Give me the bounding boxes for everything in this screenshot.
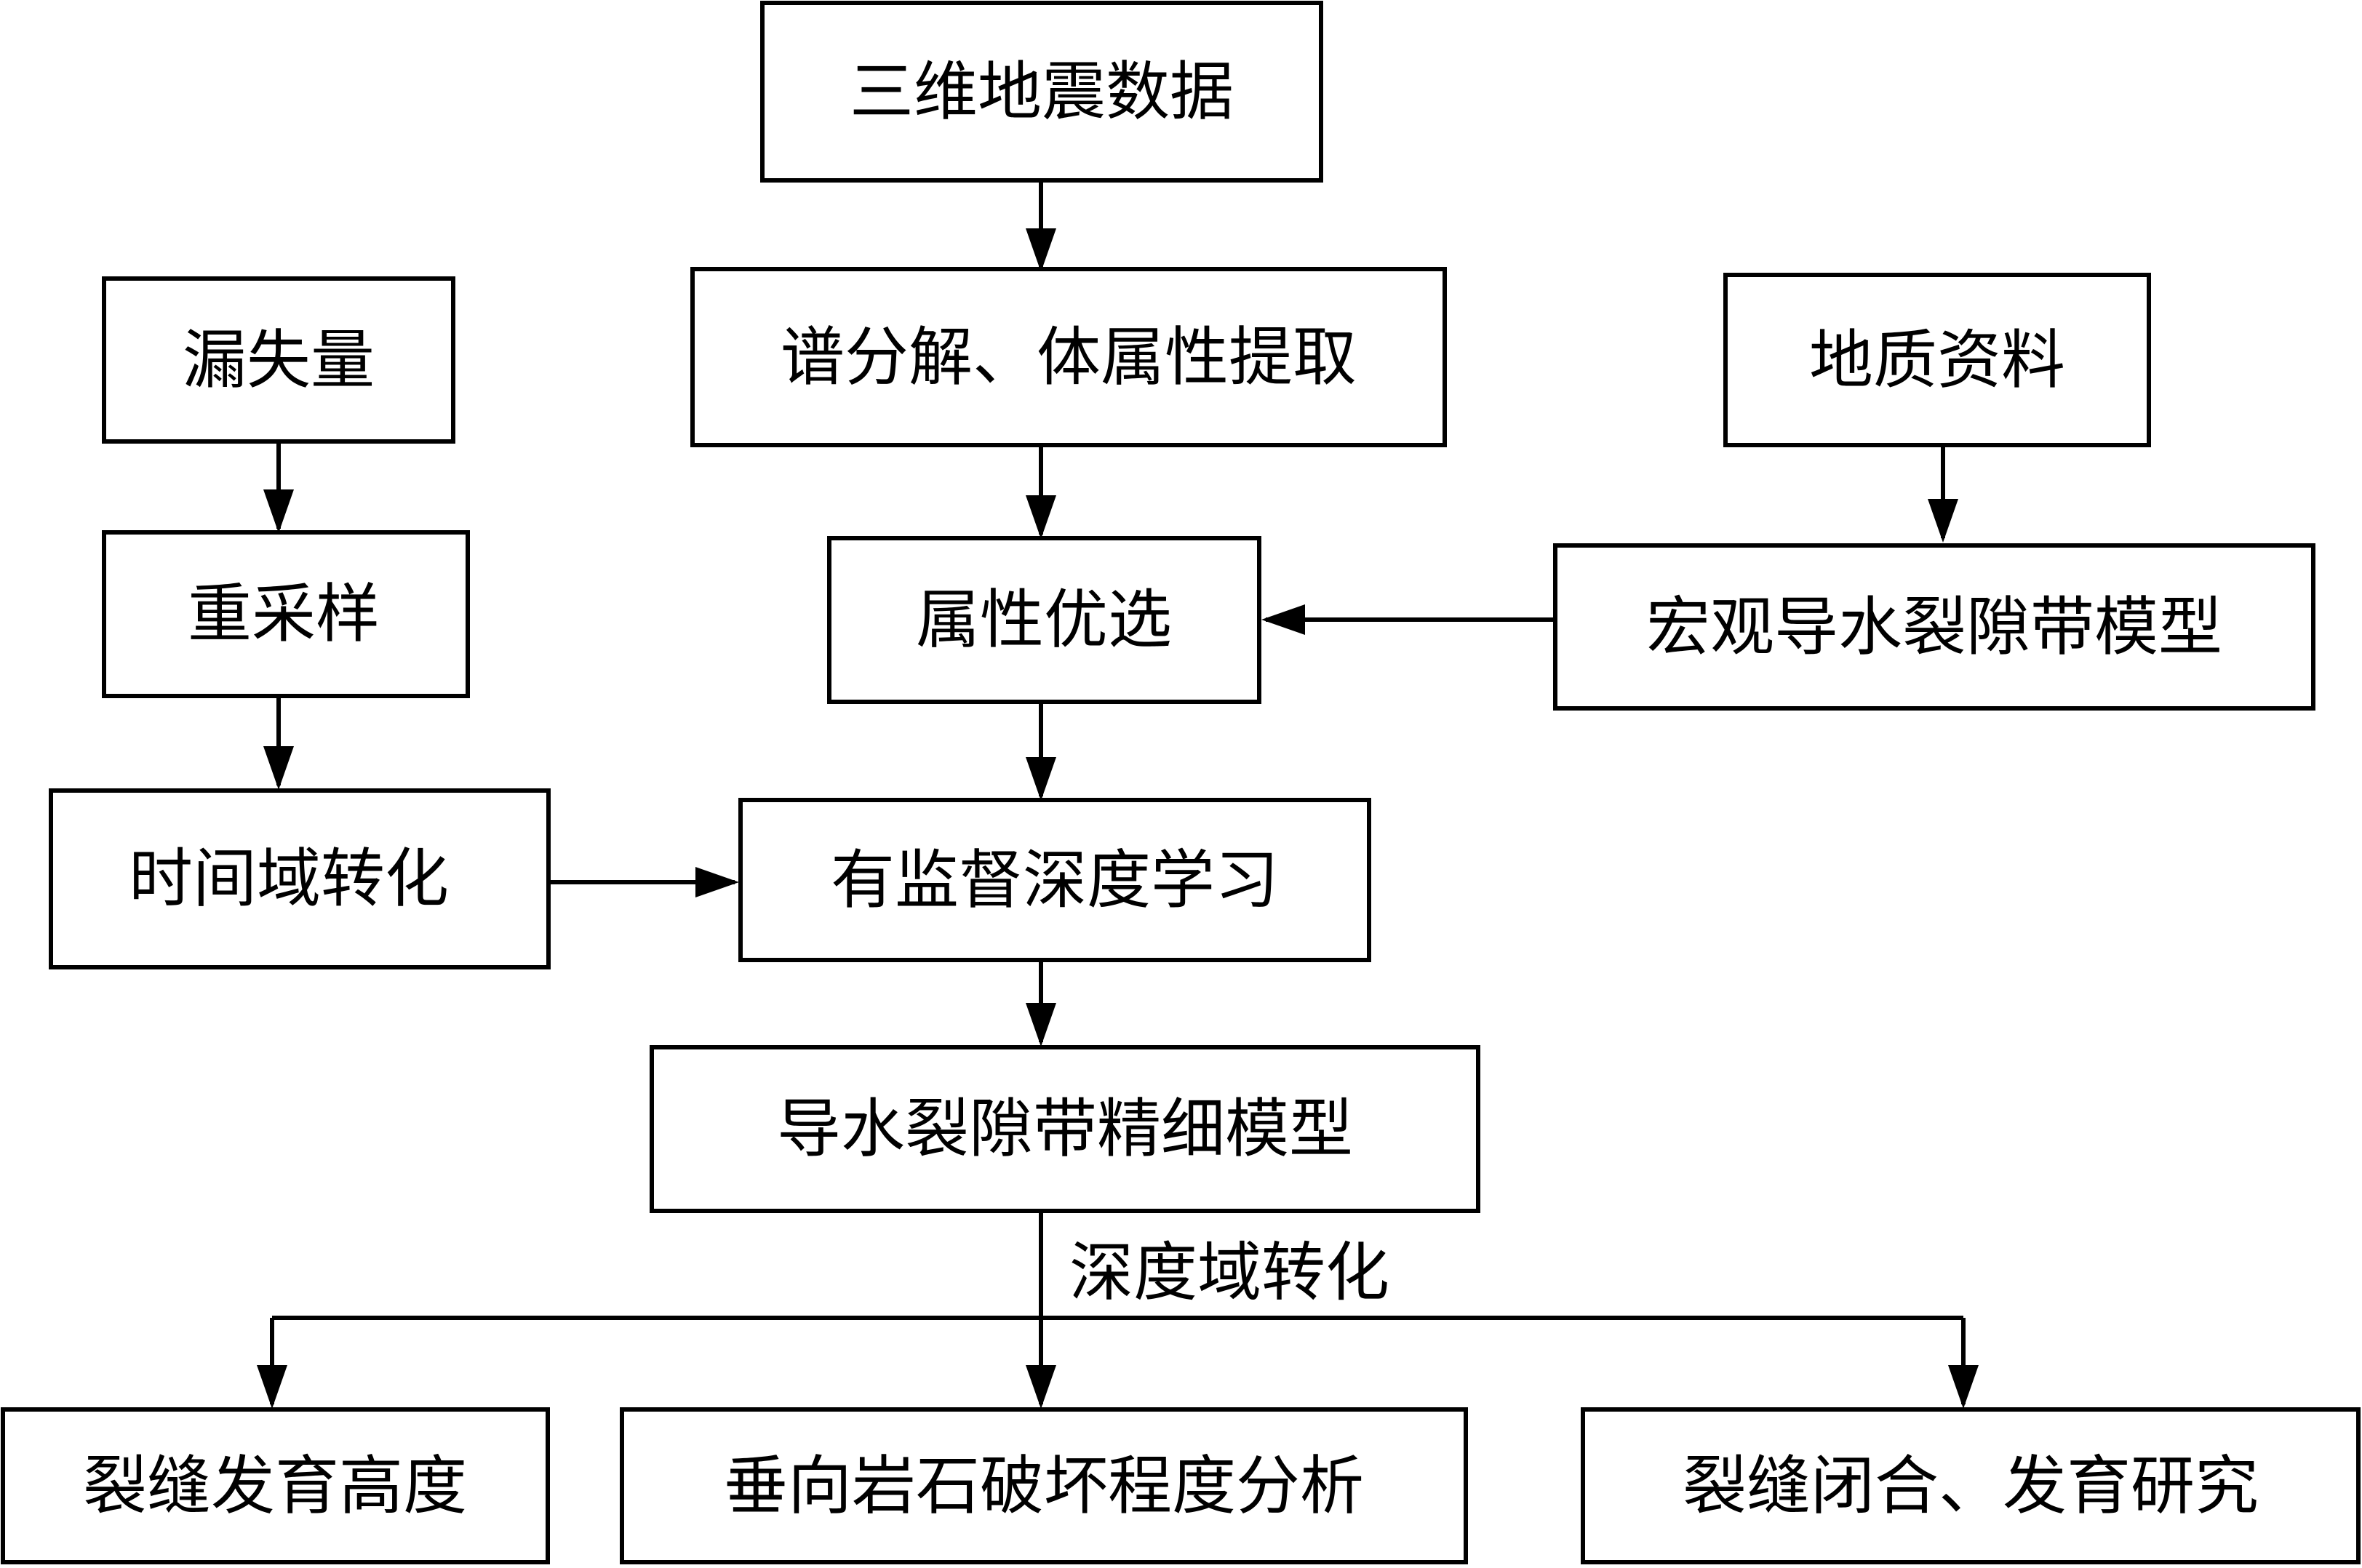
edges: 深度域转化 xyxy=(257,180,1979,1409)
node-seismic-3d: 三维地震数据 xyxy=(760,1,1323,183)
node-resampling: 重采样 xyxy=(102,530,470,698)
node-label: 垂向岩石破坏程度分析 xyxy=(724,1449,1364,1524)
node-label: 导水裂隙带精细模型 xyxy=(777,1092,1353,1167)
node-crack-height: 裂缝发育高度 xyxy=(1,1407,550,1564)
node-macro-model: 宏观导水裂隙带模型 xyxy=(1553,543,2315,711)
node-supervised-deep-learning: 有监督深度学习 xyxy=(738,798,1371,962)
node-label: 裂缝闭合、发育研究 xyxy=(1683,1449,2259,1524)
node-rock-damage-analysis: 垂向岩石破坏程度分析 xyxy=(620,1407,1468,1564)
edge-label-depth-conversion: 深度域转化 xyxy=(1069,1235,1389,1310)
node-time-domain-conversion: 时间域转化 xyxy=(49,788,551,969)
node-label: 时间域转化 xyxy=(129,841,449,916)
node-attribute-selection: 属性优选 xyxy=(827,536,1261,704)
node-crack-closure-study: 裂缝闭合、发育研究 xyxy=(1581,1407,2361,1564)
node-label: 谱分解、体属性提取 xyxy=(781,320,1357,395)
node-fine-model: 导水裂隙带精细模型 xyxy=(650,1045,1480,1213)
node-leakage: 漏失量 xyxy=(102,276,455,444)
node-label: 裂缝发育高度 xyxy=(83,1449,467,1524)
node-label: 漏失量 xyxy=(183,323,375,398)
node-label: 有监督深度学习 xyxy=(831,843,1279,918)
node-label: 三维地震数据 xyxy=(850,55,1234,129)
node-spectral-decomposition: 谱分解、体属性提取 xyxy=(690,267,1447,447)
node-geological-data: 地质资料 xyxy=(1723,273,2151,447)
node-label: 地质资料 xyxy=(1809,323,2065,398)
node-label: 重采样 xyxy=(188,577,380,652)
node-label: 宏观导水裂隙带模型 xyxy=(1646,590,2222,665)
node-label: 属性优选 xyxy=(916,583,1172,657)
